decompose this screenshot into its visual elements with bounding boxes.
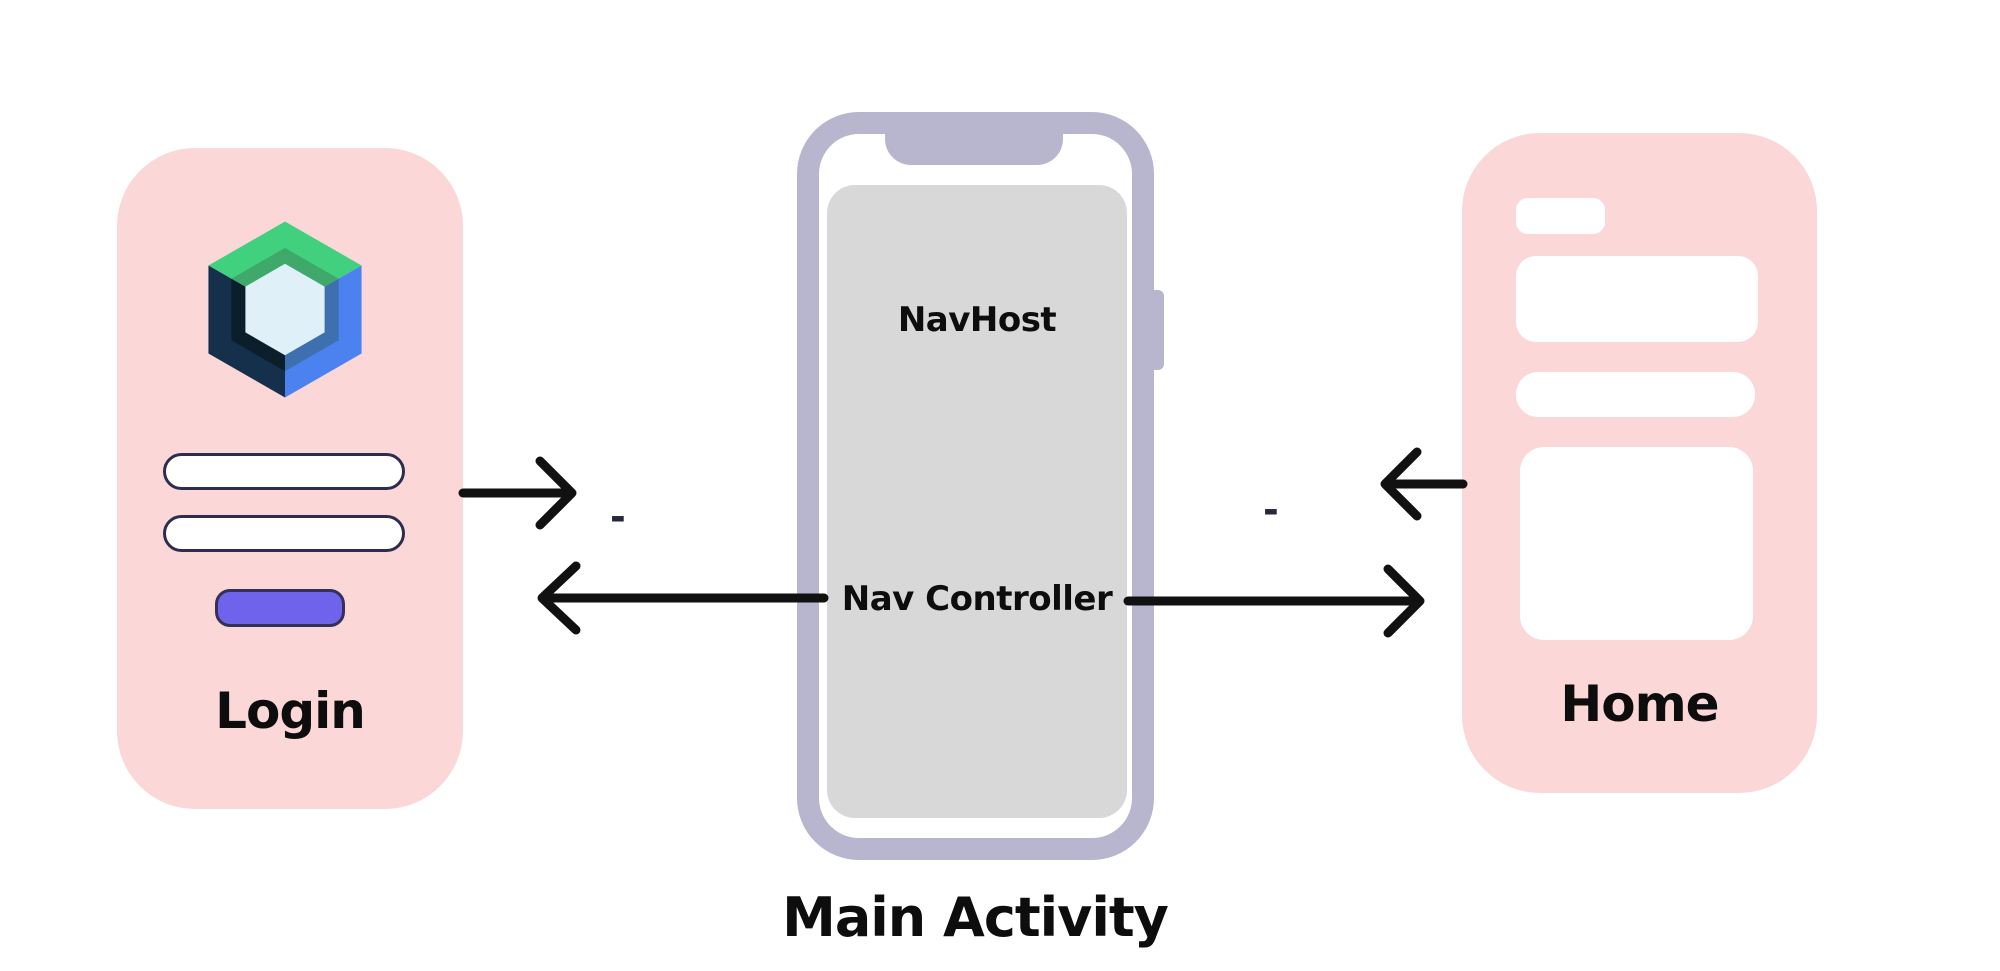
skeleton-block-xlarge bbox=[1520, 447, 1753, 640]
jetpack-compose-logo-icon bbox=[208, 221, 362, 398]
dash-mark-left: - bbox=[610, 495, 626, 539]
login-screen-label: Login bbox=[215, 682, 366, 740]
login-button-mock bbox=[215, 589, 345, 627]
navhost-label: NavHost bbox=[897, 300, 1057, 340]
login-screen-card: Login bbox=[117, 148, 463, 809]
main-activity-label: Main Activity bbox=[782, 886, 1169, 949]
navhost-screen-area: NavHost Nav Controller bbox=[827, 185, 1127, 818]
phone-side-button bbox=[1150, 290, 1164, 370]
main-activity-phone-frame: NavHost Nav Controller bbox=[797, 112, 1154, 860]
skeleton-chip bbox=[1516, 198, 1605, 234]
password-field-mock bbox=[163, 515, 405, 552]
arrow-login-to-main bbox=[458, 456, 577, 530]
home-screen-card: Home bbox=[1462, 133, 1817, 793]
dash-mark-right: - bbox=[1263, 488, 1279, 532]
skeleton-block-large bbox=[1516, 256, 1758, 342]
arrow-main-to-home bbox=[1123, 564, 1425, 638]
skeleton-bar bbox=[1516, 372, 1755, 417]
phone-notch bbox=[885, 120, 1063, 165]
username-field-mock bbox=[163, 453, 405, 490]
arrow-home-to-main bbox=[1380, 447, 1468, 521]
home-screen-label: Home bbox=[1560, 675, 1719, 733]
arrow-main-to-login bbox=[537, 561, 829, 635]
nav-controller-label: Nav Controller bbox=[841, 579, 1113, 619]
